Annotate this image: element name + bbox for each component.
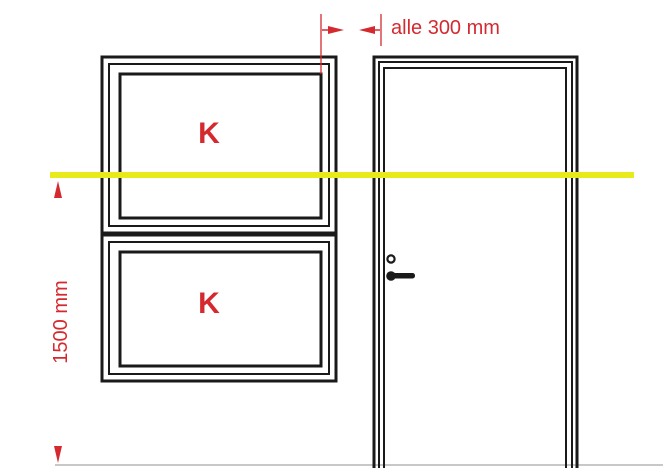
spacing-arrow-right <box>359 26 375 34</box>
window-lower-label: K <box>198 287 220 320</box>
window-upper-frame-outer <box>100 55 338 235</box>
spacing-arrow-left <box>328 26 344 34</box>
spacing-label: alle 300 mm <box>391 17 500 39</box>
window-upper <box>100 55 338 235</box>
window-lower-frame-outer <box>100 233 338 383</box>
height-arrow-bottom <box>54 446 62 463</box>
window-lower <box>100 233 338 383</box>
window-upper-label: K <box>198 117 220 150</box>
height-arrow-top <box>54 181 62 198</box>
door-frame-outer <box>372 55 579 468</box>
keyhole-icon <box>386 254 396 264</box>
height-label: 1500 mm <box>50 280 72 363</box>
spacing-dimension <box>320 14 382 74</box>
door-frame-inner <box>378 61 573 468</box>
window-upper-frame-inner <box>108 63 330 227</box>
window-lower-frame-inner <box>108 241 330 375</box>
door <box>372 55 579 468</box>
window-lower-sash <box>118 250 323 368</box>
height-dimension <box>54 181 62 463</box>
door-handle-icon <box>386 271 415 281</box>
door-leaf <box>383 67 567 468</box>
window-upper-sash <box>118 72 323 220</box>
